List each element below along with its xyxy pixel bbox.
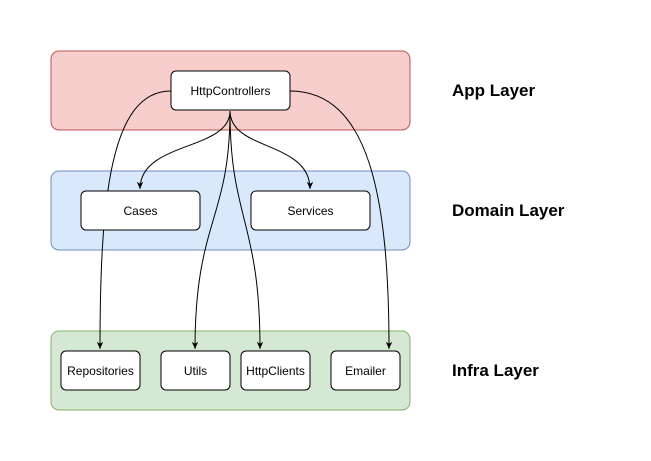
cases-label: Cases <box>123 204 157 218</box>
utils-label: Utils <box>184 364 207 378</box>
http-controllers-node: HttpControllers <box>170 70 291 111</box>
edge-controllers-to-repositories <box>96 90 172 350</box>
repositories-label: Repositories <box>67 364 134 378</box>
edge-controllers-to-http-clients <box>229 110 264 350</box>
edge-controllers-to-emailer <box>289 90 393 350</box>
utils-node: Utils <box>160 350 231 391</box>
infra-layer-label: Infra Layer <box>452 361 539 380</box>
edge-controllers-to-cases <box>136 110 231 190</box>
edges-group <box>96 90 393 350</box>
services-node: Services <box>250 190 371 231</box>
cases-node: Cases <box>80 190 201 231</box>
http-controllers-label: HttpControllers <box>190 84 270 98</box>
services-label: Services <box>287 204 333 218</box>
repositories-node: Repositories <box>60 350 141 391</box>
emailer-node: Emailer <box>330 350 401 391</box>
http-clients-node: HttpClients <box>240 350 311 391</box>
app-layer-label: App Layer <box>452 81 536 100</box>
domain-layer-label: Domain Layer <box>452 201 565 220</box>
http-clients-label: HttpClients <box>246 364 305 378</box>
edge-controllers-to-utils <box>191 110 231 350</box>
emailer-label: Emailer <box>345 364 386 378</box>
edge-controllers-to-services <box>229 110 314 190</box>
